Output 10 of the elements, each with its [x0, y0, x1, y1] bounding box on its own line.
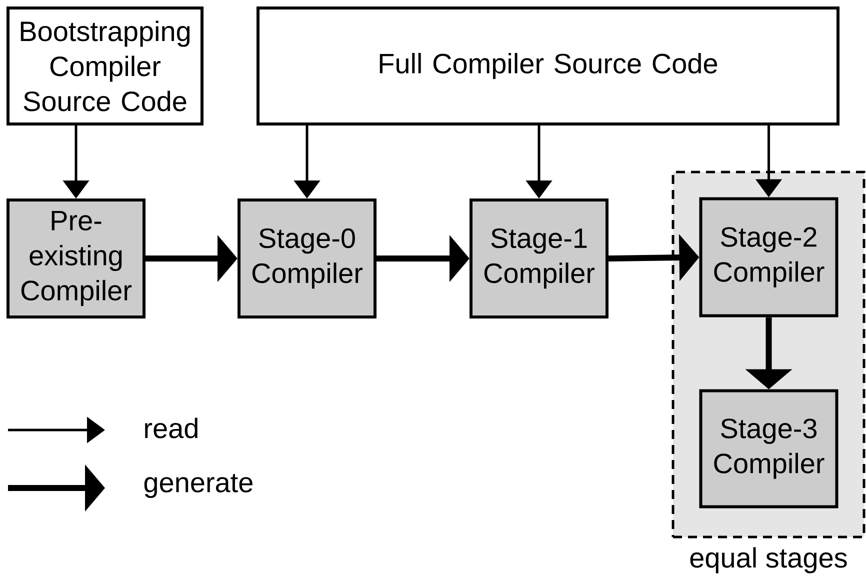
compiler-box: Pre-existing Compiler [6, 198, 146, 318]
compiler-box: Stage-1 Compiler [470, 198, 608, 318]
compiler-box: Stage-0 Compiler [238, 198, 376, 318]
legend-label: generate [144, 474, 252, 498]
source-box: Full Compiler Source Code [256, 6, 840, 126]
source-box: Bootstrapping Compiler Source Code [6, 6, 204, 126]
compiler-box: Stage-3 Compiler [699, 389, 838, 508]
legend-label: read [145, 418, 198, 438]
node-label: equal stages [690, 547, 847, 574]
compiler-box: Stage-2 Compiler [699, 197, 838, 318]
